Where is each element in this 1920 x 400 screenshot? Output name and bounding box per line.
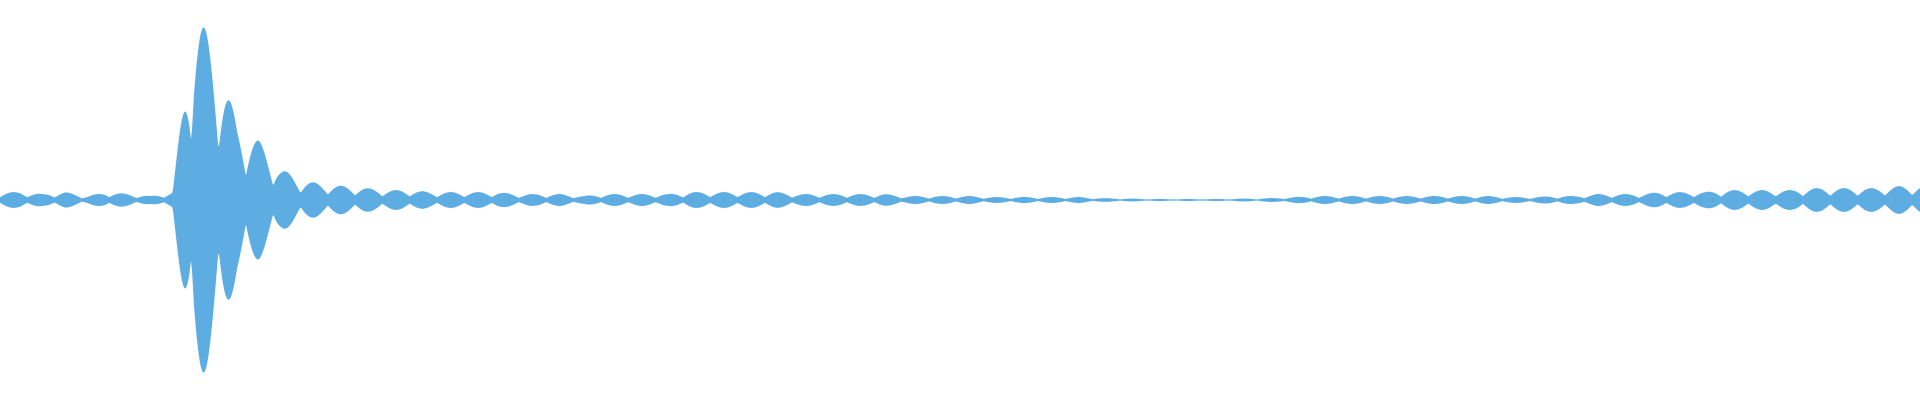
waveform-channel — [0, 27, 1920, 373]
